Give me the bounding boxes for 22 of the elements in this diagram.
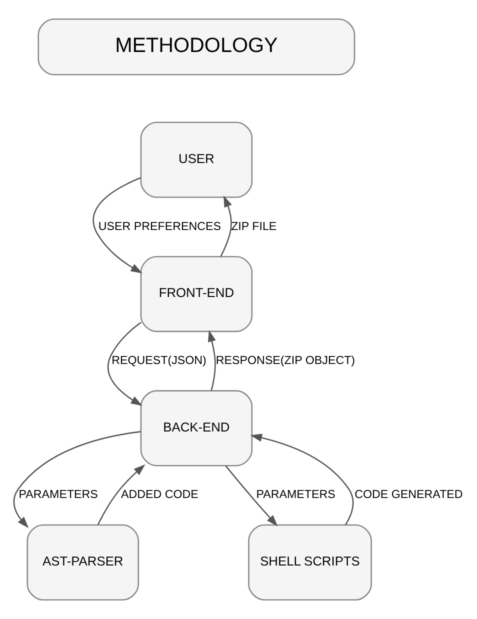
node-box: FRONT-END — [140, 256, 253, 332]
edge-label: ADDED CODE — [120, 488, 198, 502]
edge-label: CODE GENERATED — [354, 488, 463, 502]
node-box: AST-PARSER — [26, 524, 140, 600]
arrow — [208, 330, 216, 391]
arrow — [92, 177, 142, 274]
node-box: BACK-END — [140, 390, 253, 466]
edge-label: USER PREFERENCES — [98, 220, 221, 233]
edge-label: REQUEST(JSON) — [112, 354, 206, 367]
arrow — [225, 465, 278, 526]
arrow — [220, 196, 232, 257]
edge-label: ZIP FILE — [231, 220, 277, 233]
arrow — [108, 322, 142, 406]
arrow — [13, 431, 141, 528]
node-box: USER — [140, 122, 253, 198]
node-box: SHELL SCRIPTS — [248, 524, 372, 600]
arrow — [97, 464, 146, 525]
edge-label: PARAMETERS — [256, 488, 336, 502]
node-box: METHODOLOGY — [38, 18, 356, 76]
arrow — [250, 434, 354, 526]
edge-label: RESPONSE(ZIP OBJECT) — [216, 354, 356, 367]
edge-label: PARAMETERS — [18, 488, 98, 502]
